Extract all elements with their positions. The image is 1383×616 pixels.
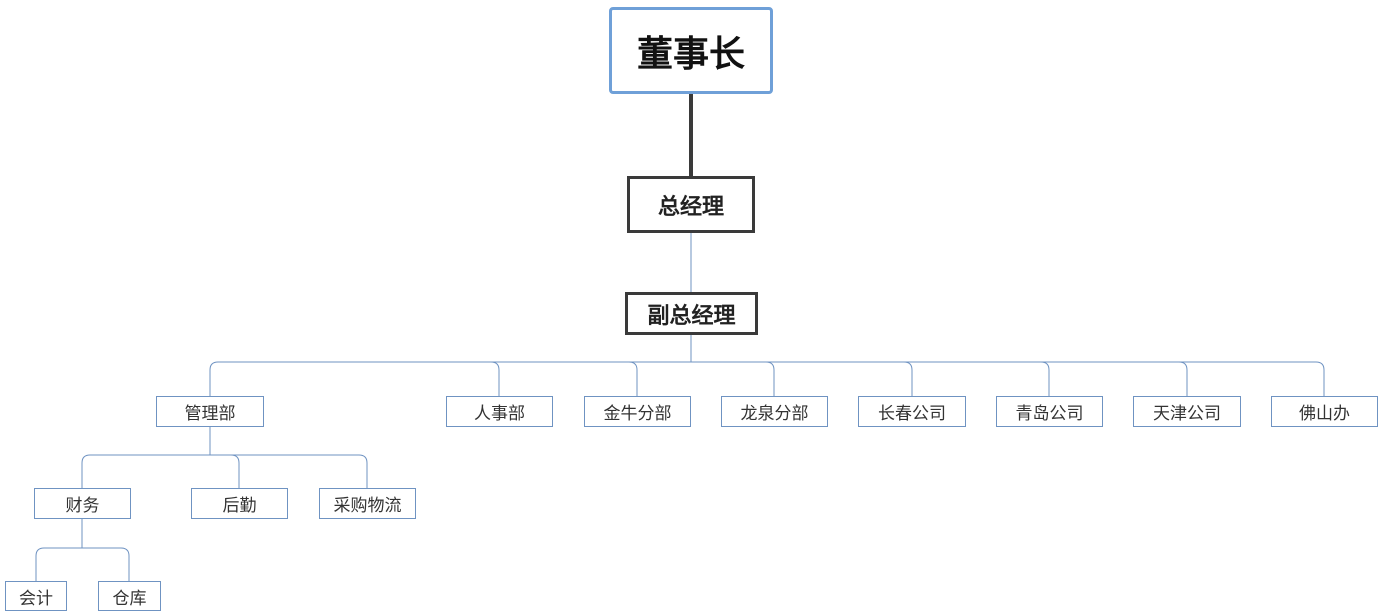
node-qingdao-company: 青岛公司 — [996, 396, 1103, 427]
node-finance: 财务 — [34, 488, 131, 519]
bus-level3 — [81, 454, 368, 489]
link-jinniu — [628, 361, 638, 397]
node-chairman: 董事长 — [609, 7, 773, 94]
node-vice-general-manager: 副总经理 — [625, 292, 758, 335]
node-management-dept: 管理部 — [156, 396, 264, 427]
bus-level4 — [35, 547, 130, 582]
node-jinniu-branch: 金牛分部 — [584, 396, 691, 427]
link-hr — [490, 361, 500, 397]
node-tianjin-company: 天津公司 — [1133, 396, 1241, 427]
node-foshan-office: 佛山办 — [1271, 396, 1378, 427]
node-warehouse: 仓库 — [98, 581, 161, 611]
node-longquan-branch: 龙泉分部 — [721, 396, 828, 427]
link-changchun — [903, 361, 913, 397]
node-purchasing-logistics: 采购物流 — [319, 488, 416, 519]
node-general-manager: 总经理 — [627, 176, 755, 233]
bus-level2 — [209, 361, 1325, 397]
link-qingdao — [1040, 361, 1050, 397]
node-hr-dept: 人事部 — [446, 396, 553, 427]
link-logistics — [230, 454, 240, 489]
node-accounting: 会计 — [5, 581, 67, 611]
node-logistics: 后勤 — [191, 488, 288, 519]
link-longquan — [765, 361, 775, 397]
link-tianjin — [1178, 361, 1188, 397]
node-changchun-company: 长春公司 — [858, 396, 966, 427]
